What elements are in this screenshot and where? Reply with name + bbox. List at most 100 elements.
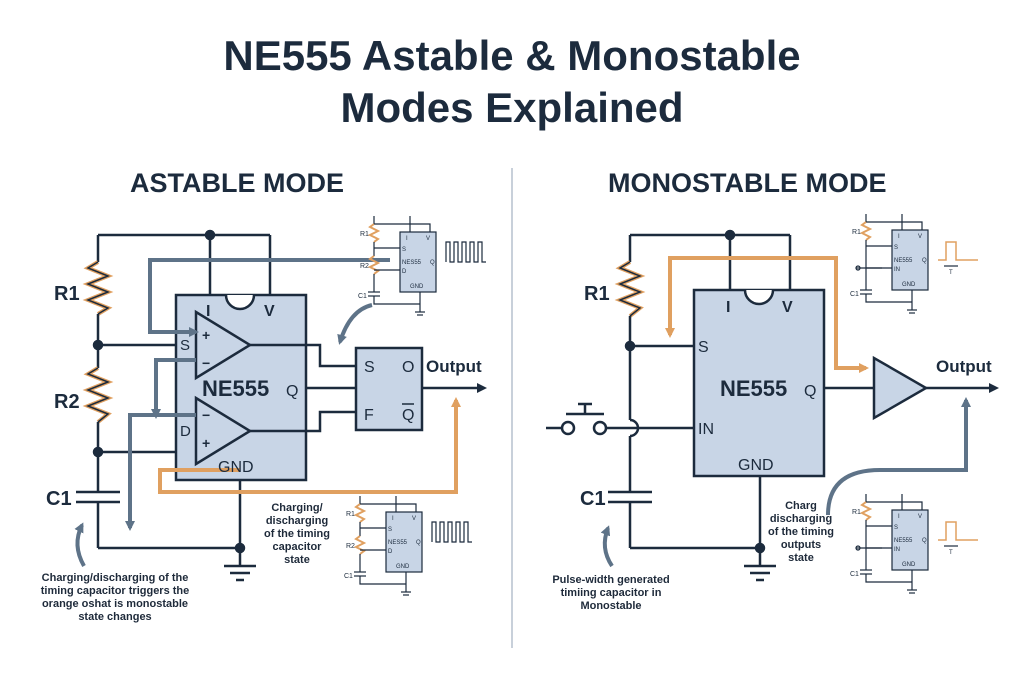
inset-pin-gnd: GND — [410, 284, 424, 290]
inset-pin-v: V — [918, 514, 922, 520]
inset-c1-label: C1 — [344, 573, 353, 580]
inset-square-wave — [431, 521, 472, 543]
inset-chip — [891, 229, 929, 291]
inset-switch-contact — [855, 265, 861, 271]
ff-o-label: O — [402, 359, 414, 376]
plus-lower: + — [202, 435, 210, 451]
pin-v-label: V — [264, 303, 275, 320]
inset-pulse-wave — [938, 521, 978, 541]
inset-pin-q: Q — [922, 538, 927, 544]
inset-r2-label: R2 — [346, 543, 355, 550]
inset-pin-2: IN — [894, 267, 900, 273]
inset-pin-gnd: GND — [396, 564, 410, 570]
mono-output-label: Output — [936, 357, 992, 376]
mono-pin-s-label: S — [698, 339, 709, 356]
inset-pin-i: I — [898, 234, 900, 240]
ne555-chip-monostable — [692, 288, 826, 478]
page-title-line2: Modes Explained — [340, 84, 684, 131]
minus-upper: − — [202, 355, 210, 371]
inset-pin-i: I — [406, 236, 408, 242]
inset-pin-q: Q — [416, 540, 421, 546]
astable-heading: ASTABLE MODE — [130, 168, 344, 198]
inset-r2 — [367, 255, 381, 275]
mono-r1-label: R1 — [584, 283, 610, 305]
chip-name-astable: NE555 — [202, 376, 269, 401]
astable-circuit — [76, 229, 272, 582]
minus-lower: − — [202, 407, 210, 423]
inset-pin-v: V — [918, 234, 922, 240]
inset-wire — [865, 294, 912, 303]
mono-pin-q-label: Q — [804, 383, 816, 400]
mono-pin-gnd-label: GND — [738, 457, 774, 474]
gray-arrow-5 — [74, 522, 86, 567]
pin-i-label: I — [206, 303, 210, 320]
gray-arrow-mono-2 — [600, 525, 614, 568]
output-buffer — [872, 355, 929, 421]
inset-pulse-wave — [938, 241, 978, 261]
mono-pin-in-label: IN — [698, 421, 714, 438]
inset-chip-name: NE555 — [894, 258, 913, 264]
inset-chip-name: NES55 — [388, 540, 408, 546]
mono-c1-label: C1 — [580, 488, 606, 510]
inset-chip-name: NE555 — [894, 538, 913, 544]
inset-r1 — [859, 501, 873, 521]
ff-s-label: S — [364, 359, 375, 376]
mono-pin-v-label: V — [782, 299, 793, 316]
inset-chip — [385, 511, 423, 573]
inset-r1 — [353, 503, 367, 523]
inset-pin-s: S — [402, 247, 406, 253]
inset-wire — [373, 216, 431, 232]
inset-pin-i: I — [392, 516, 394, 522]
c1-label: C1 — [46, 488, 72, 510]
orange-arrow-astable — [158, 397, 461, 494]
inset-r2-label: R2 — [360, 263, 369, 270]
inset-switch-contact — [855, 545, 861, 551]
inset-r2 — [353, 535, 367, 555]
inset-wire — [359, 496, 417, 512]
inset-wire — [865, 214, 923, 230]
inset-pin-v: V — [412, 516, 416, 522]
mono-r1-resistor — [614, 260, 646, 318]
inset-t-label: T — [949, 550, 953, 556]
inset-c1-label: C1 — [850, 571, 859, 578]
inset-pin-2: D — [402, 269, 407, 275]
astable-output-label: Output — [426, 357, 482, 376]
inset-pin-2: D — [388, 549, 393, 555]
inset-wire — [359, 576, 406, 585]
inset-r1 — [367, 223, 381, 243]
inset-pin-s: S — [388, 527, 392, 533]
gray-arrow-1 — [148, 258, 390, 337]
junction-dot — [204, 229, 216, 241]
inset-chip — [891, 509, 929, 571]
inset-chip-name: NES55 — [402, 260, 422, 266]
comparator-lower — [194, 395, 253, 467]
plus-upper: + — [202, 327, 210, 343]
r1-label: R1 — [54, 283, 80, 305]
pin-gnd-label: GND — [218, 459, 254, 476]
r1-outline — [85, 261, 111, 315]
inset-pin-v: V — [426, 236, 430, 242]
monostable-heading: MONOSTABLE MODE — [608, 168, 887, 198]
inset-wire — [865, 574, 912, 583]
inset-c1-label: C1 — [850, 291, 859, 298]
gray-arrow-4 — [337, 303, 373, 345]
inset-r1-label: R1 — [346, 511, 355, 518]
inset-pin-2: IN — [894, 547, 900, 553]
inset-t-label: T — [949, 270, 953, 276]
chip-name-monostable: NE555 — [720, 376, 787, 401]
r2-resistor — [82, 366, 114, 424]
inset-wire — [373, 296, 420, 305]
inset-pin-gnd: GND — [902, 562, 916, 568]
inset-square-wave — [445, 241, 486, 263]
inset-r1-label: R1 — [360, 231, 369, 238]
inset-pin-gnd: GND — [902, 282, 916, 288]
inset-pin-s: S — [894, 245, 898, 251]
gray-arrow-mono-1 — [826, 397, 971, 516]
inset-r1 — [859, 221, 873, 241]
